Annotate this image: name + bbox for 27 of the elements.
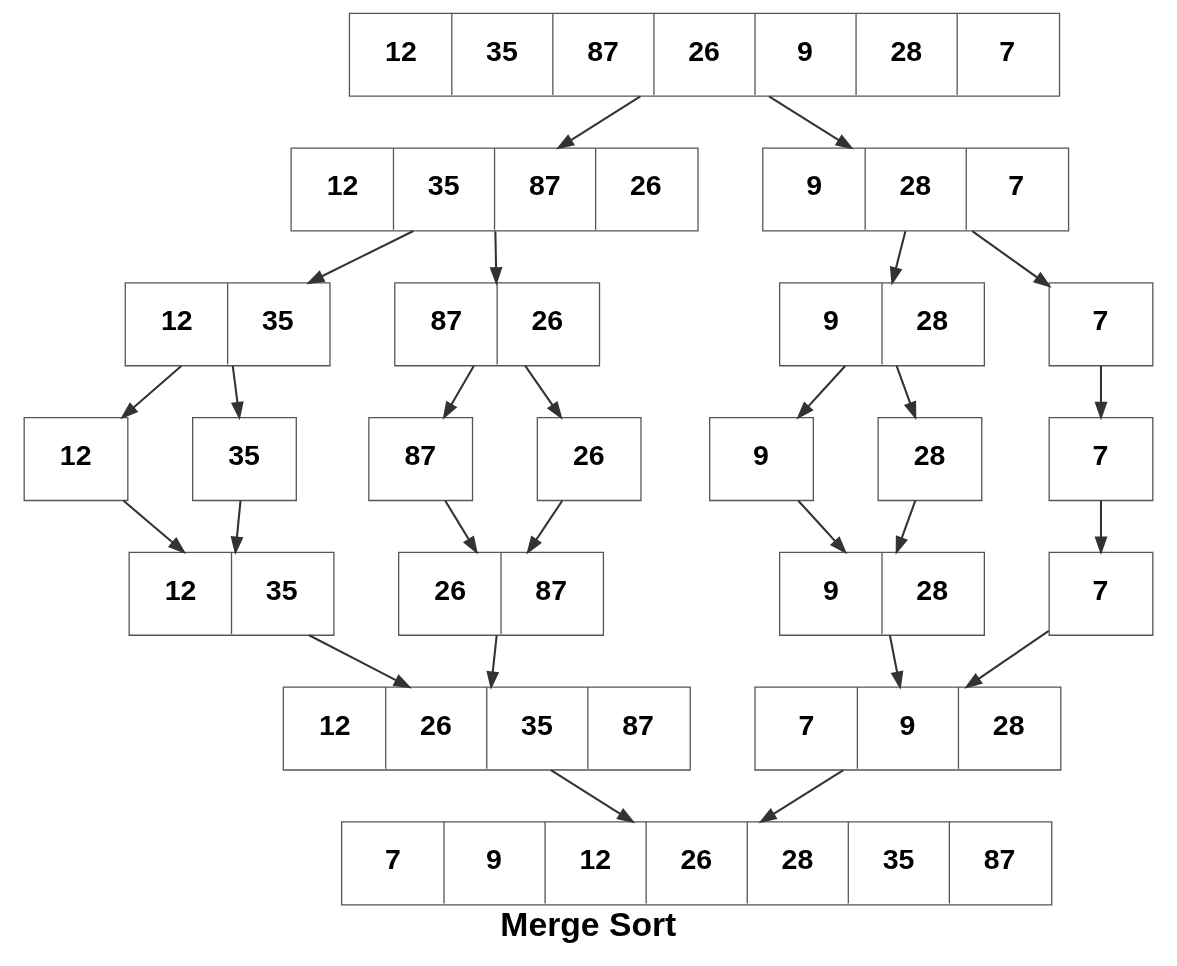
arrow <box>895 365 917 421</box>
arrow <box>1094 365 1108 421</box>
arrow <box>486 635 500 690</box>
arrow <box>797 500 848 555</box>
arrow <box>556 95 641 150</box>
arrow <box>971 230 1052 288</box>
arrow <box>768 95 854 150</box>
arrow <box>895 500 917 555</box>
arrow <box>1094 500 1108 556</box>
arrow <box>550 769 636 824</box>
arrow <box>964 630 1050 689</box>
arrow <box>889 230 907 286</box>
arrow <box>120 365 182 420</box>
arrow <box>230 500 244 556</box>
arrow <box>526 500 564 555</box>
arrow <box>489 231 503 286</box>
arrow <box>122 499 187 554</box>
arrow <box>444 500 478 555</box>
arrow <box>308 634 412 689</box>
arrow <box>758 769 844 824</box>
arrow <box>524 365 563 420</box>
caption: Merge Sort <box>500 905 677 943</box>
arrow <box>796 365 846 420</box>
arrow <box>442 365 475 420</box>
arrow <box>306 230 414 285</box>
arrow <box>888 635 904 690</box>
arrow <box>230 365 244 421</box>
